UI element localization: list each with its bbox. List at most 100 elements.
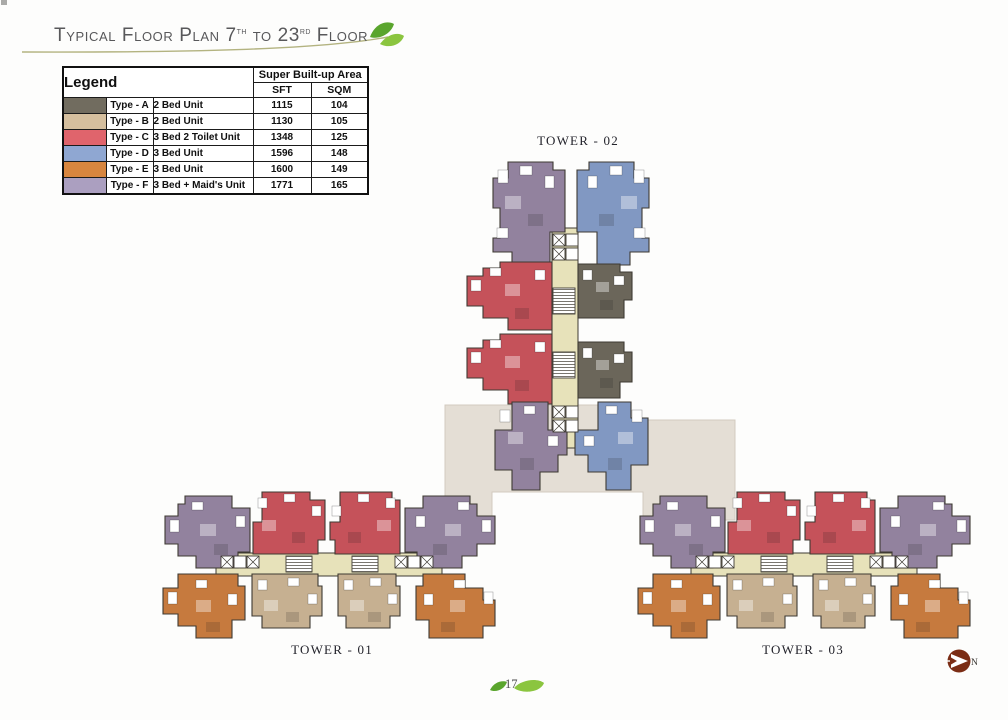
legend-swatch-type-e — [62, 161, 107, 178]
leaf-icon — [370, 22, 394, 38]
legend-swatch-type-a — [62, 97, 107, 114]
title-text: to 23 — [246, 25, 300, 46]
unit-type-f — [404, 495, 496, 569]
unit-fixtures — [496, 165, 555, 239]
legend-row-type-e: Type - E 3 Bed Unit 1600 149 — [62, 161, 369, 178]
legend-row-type-c: Type - C 3 Bed 2 Toilet Unit 1348 125 — [62, 129, 369, 146]
legend-unit-desc: 3 Bed 2 Toilet Unit — [152, 129, 254, 146]
legend-area-header: Super Built-up Area — [252, 66, 369, 83]
unit-type-e — [162, 573, 246, 639]
unit-fixtures — [582, 269, 625, 310]
unit-fixtures — [499, 405, 559, 470]
elevator-lobby — [565, 405, 579, 419]
unit-fixtures — [582, 347, 625, 388]
legend-row-type-d: Type - D 3 Bed Unit 1596 148 — [62, 145, 369, 162]
unit-type-c — [466, 261, 553, 331]
unit-fixtures — [331, 493, 396, 543]
legend-sqm-value: 105 — [310, 113, 369, 130]
elevator — [552, 419, 566, 433]
legend-type-label: Type - B — [105, 113, 154, 130]
unit-fixtures — [167, 579, 238, 632]
legend-swatch-type-c — [62, 129, 107, 146]
legend-sqm-value: 104 — [310, 97, 369, 114]
legend-type-label: Type - F — [105, 177, 154, 195]
title-superscript-th: th — [236, 26, 247, 37]
unit-fixtures — [470, 267, 546, 319]
unit-type-c — [252, 491, 326, 555]
legend-sft-value: 1130 — [252, 113, 312, 130]
leaf-icon — [514, 680, 544, 692]
elevator — [420, 555, 434, 569]
legend-sft-value: 1348 — [252, 129, 312, 146]
legend-title: Legend — [62, 66, 254, 98]
unit-fixtures — [257, 577, 318, 622]
legend-unit-desc: 2 Bed Unit — [152, 113, 254, 130]
header-underline — [21, 36, 389, 53]
page-number: 17 — [505, 677, 518, 691]
legend-sft-value: 1115 — [252, 97, 312, 114]
page-corner-mark — [1, 0, 7, 5]
legend-swatch-type-d — [62, 145, 107, 162]
legend-swatch-type-f — [62, 177, 107, 195]
header-decoration — [21, 22, 404, 53]
unit-type-b — [337, 573, 401, 629]
legend-sqm-value: 148 — [310, 145, 369, 162]
elevator — [394, 555, 408, 569]
elevator-lobby — [565, 419, 579, 433]
legend-unit-desc: 2 Bed Unit — [152, 97, 254, 114]
unit-fixtures — [470, 339, 546, 391]
elevator-lobby — [233, 555, 247, 569]
legend-unit-desc: 3 Bed Unit — [152, 145, 254, 162]
legend-table: Legend Super Built-up Area SFT SQM Type … — [62, 66, 369, 195]
unit-fixtures — [587, 165, 646, 239]
tower-03-label: TOWER - 03 — [762, 642, 844, 657]
tower-01-plan — [162, 491, 496, 639]
legend-row-type-f: Type - F 3 Bed + Maid's Unit 1771 165 — [62, 177, 369, 195]
tower-03-plan — [638, 492, 970, 638]
legend-col-sft: SFT — [252, 82, 312, 98]
leaf-icon — [380, 33, 404, 47]
legend-sft-value: 1771 — [252, 177, 312, 195]
unit-type-f — [164, 495, 251, 569]
tower-02-label: TOWER - 02 — [537, 133, 619, 148]
title-text: Floor — [310, 25, 369, 46]
legend-sft-value: 1600 — [252, 161, 312, 178]
unit-type-e — [415, 573, 496, 639]
unit-fixtures — [423, 579, 494, 632]
tower-01-label: TOWER - 01 — [291, 642, 373, 657]
unit-type-b — [251, 573, 323, 629]
legend-type-label: Type - E — [105, 161, 154, 178]
elevator — [552, 247, 566, 261]
title-text: Typical Floor Plan 7 — [54, 25, 237, 46]
title-superscript-rd: rd — [299, 26, 311, 37]
elevator — [552, 233, 566, 247]
unit-type-c — [466, 333, 553, 405]
unit-fixtures — [343, 577, 398, 622]
legend-row-type-b: Type - B 2 Bed Unit 1130 105 — [62, 113, 369, 130]
unit-fixtures — [583, 405, 643, 470]
elevator — [552, 405, 566, 419]
legend-unit-desc: 3 Bed Unit — [152, 161, 254, 178]
unit-fixtures — [169, 501, 246, 555]
footer-leaf-decoration — [490, 680, 544, 692]
legend-type-label: Type - D — [105, 145, 154, 162]
tower-02-plan — [466, 161, 650, 491]
north-compass-icon: N — [942, 649, 978, 673]
north-label: N — [971, 658, 978, 668]
legend-sqm-value: 125 — [310, 129, 369, 146]
elevator-lobby — [565, 247, 579, 261]
elevator — [246, 555, 260, 569]
legend-type-label: Type - A — [105, 97, 154, 114]
legend-sft-value: 1596 — [252, 145, 312, 162]
legend-row-type-a: Type - A 2 Bed Unit 1115 104 — [62, 97, 369, 114]
legend-swatch-type-b — [62, 113, 107, 130]
unit-fixtures — [257, 493, 322, 543]
legend-sqm-value: 165 — [310, 177, 369, 195]
legend-sqm-value: 149 — [310, 161, 369, 178]
elevator-lobby — [565, 233, 579, 247]
legend-type-label: Type - C — [105, 129, 154, 146]
unit-type-c — [329, 491, 401, 555]
legend-col-sqm: SQM — [310, 82, 369, 98]
unit-fixtures — [415, 501, 492, 555]
